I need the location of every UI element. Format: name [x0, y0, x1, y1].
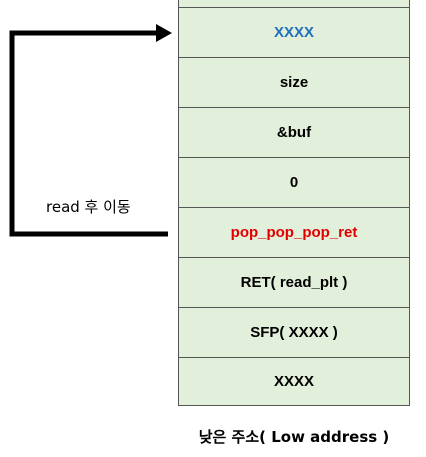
- stack-cell-ret-read-plt: RET( read_plt ): [179, 258, 409, 308]
- stack-cell-zero: 0: [179, 158, 409, 208]
- low-address-caption: 낮은 주소( Low address ): [198, 428, 390, 446]
- stack-frame: XXXX size &buf 0 pop_pop_pop_ret RET( re…: [178, 0, 410, 406]
- jump-arrow-line: [9, 30, 168, 237]
- arrowhead-icon: [156, 24, 172, 42]
- arrow-label: read 후 이동: [46, 198, 131, 216]
- stack-cell-xxxx-top: XXXX: [179, 8, 409, 58]
- stack-cell-buf-addr: &buf: [179, 108, 409, 158]
- stack-cell-sfp: SFP( XXXX ): [179, 308, 409, 358]
- stack-cell-partial: [179, 0, 409, 8]
- stack-cell-pop-pop-pop-ret: pop_pop_pop_ret: [179, 208, 409, 258]
- stack-cell-xxxx-bottom: XXXX: [179, 358, 409, 406]
- stack-cell-size: size: [179, 58, 409, 108]
- jump-arrow: [9, 24, 172, 237]
